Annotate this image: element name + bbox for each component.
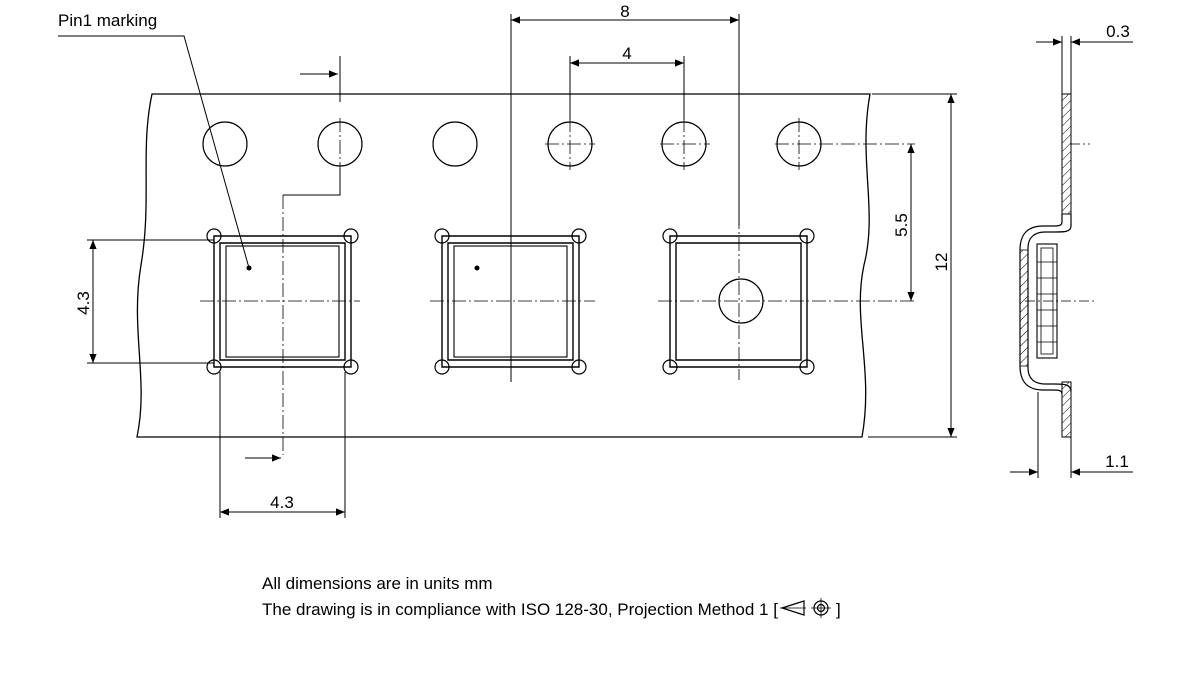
pocket-1 [219, 242, 346, 361]
pocket-2 [447, 242, 574, 361]
dim-label-tape-thickness: 0.3 [1106, 22, 1130, 41]
dim-pocket-height [87, 239, 214, 364]
side-section-view [1019, 93, 1095, 438]
pocket-3 [675, 242, 802, 361]
compliance-note-bracket: ] [835, 600, 841, 619]
dim-pitch-8 [510, 14, 740, 382]
dim-label-pocket-width: 4.3 [270, 493, 294, 512]
first-angle-projection-icon [779, 598, 831, 618]
dim-label-hole-to-center: 5.5 [892, 213, 911, 237]
pin1-dot [474, 265, 480, 271]
dim-pocket-depth [1010, 392, 1133, 478]
dim-label-pocket-depth: 1.1 [1105, 452, 1129, 471]
dim-tape-width [868, 93, 957, 438]
dim-pocket-width [219, 372, 346, 518]
sprocket-hole [202, 121, 248, 167]
tape-outline [136, 93, 871, 438]
center-lines [200, 118, 915, 455]
pockets [213, 235, 808, 368]
pin1-leader-line [58, 35, 250, 269]
dim-hole-pitch-4 [569, 56, 685, 120]
pin1-marking-label: Pin1 marking [58, 11, 157, 30]
component-1 [225, 245, 340, 358]
pocket-2-outline [441, 235, 580, 368]
dim-label-pocket-height: 4.3 [74, 291, 93, 315]
compliance-note-text: The drawing is in compliance with ISO 12… [262, 600, 778, 619]
pocket-3-outline [669, 235, 808, 368]
units-note: All dimensions are in units mm [262, 574, 493, 593]
sprocket-holes [202, 121, 822, 167]
sprocket-hole [432, 121, 478, 167]
components [225, 245, 568, 358]
pocket-corner-ears [206, 228, 815, 375]
reference-lines [245, 56, 341, 462]
dim-label-pitch: 8 [620, 2, 629, 21]
compliance-note: The drawing is in compliance with ISO 12… [262, 598, 841, 620]
pocket-1-outline [213, 235, 352, 368]
dim-tape-thickness [1036, 36, 1133, 94]
dim-label-tape-width: 12 [932, 253, 951, 272]
dim-label-hole-pitch: 4 [622, 44, 631, 63]
